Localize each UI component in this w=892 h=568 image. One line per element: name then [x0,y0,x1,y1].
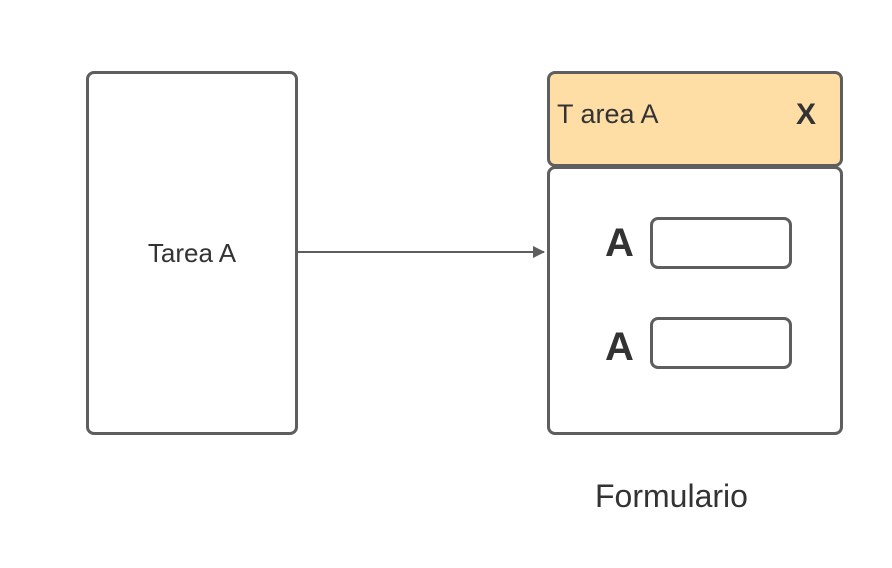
form-header: T area A X [547,71,843,167]
task-box: Tarea A [86,71,298,435]
field-input[interactable] [650,217,792,269]
form-close-button[interactable]: X [795,98,816,131]
form-header-title: T area A [557,99,659,129]
field-label: A [605,221,634,265]
field-label: A [605,325,634,369]
field-input[interactable] [650,317,792,369]
form-body: A A [547,166,843,435]
task-label: Tarea A [147,237,237,268]
form-caption: Formulario [595,478,748,514]
